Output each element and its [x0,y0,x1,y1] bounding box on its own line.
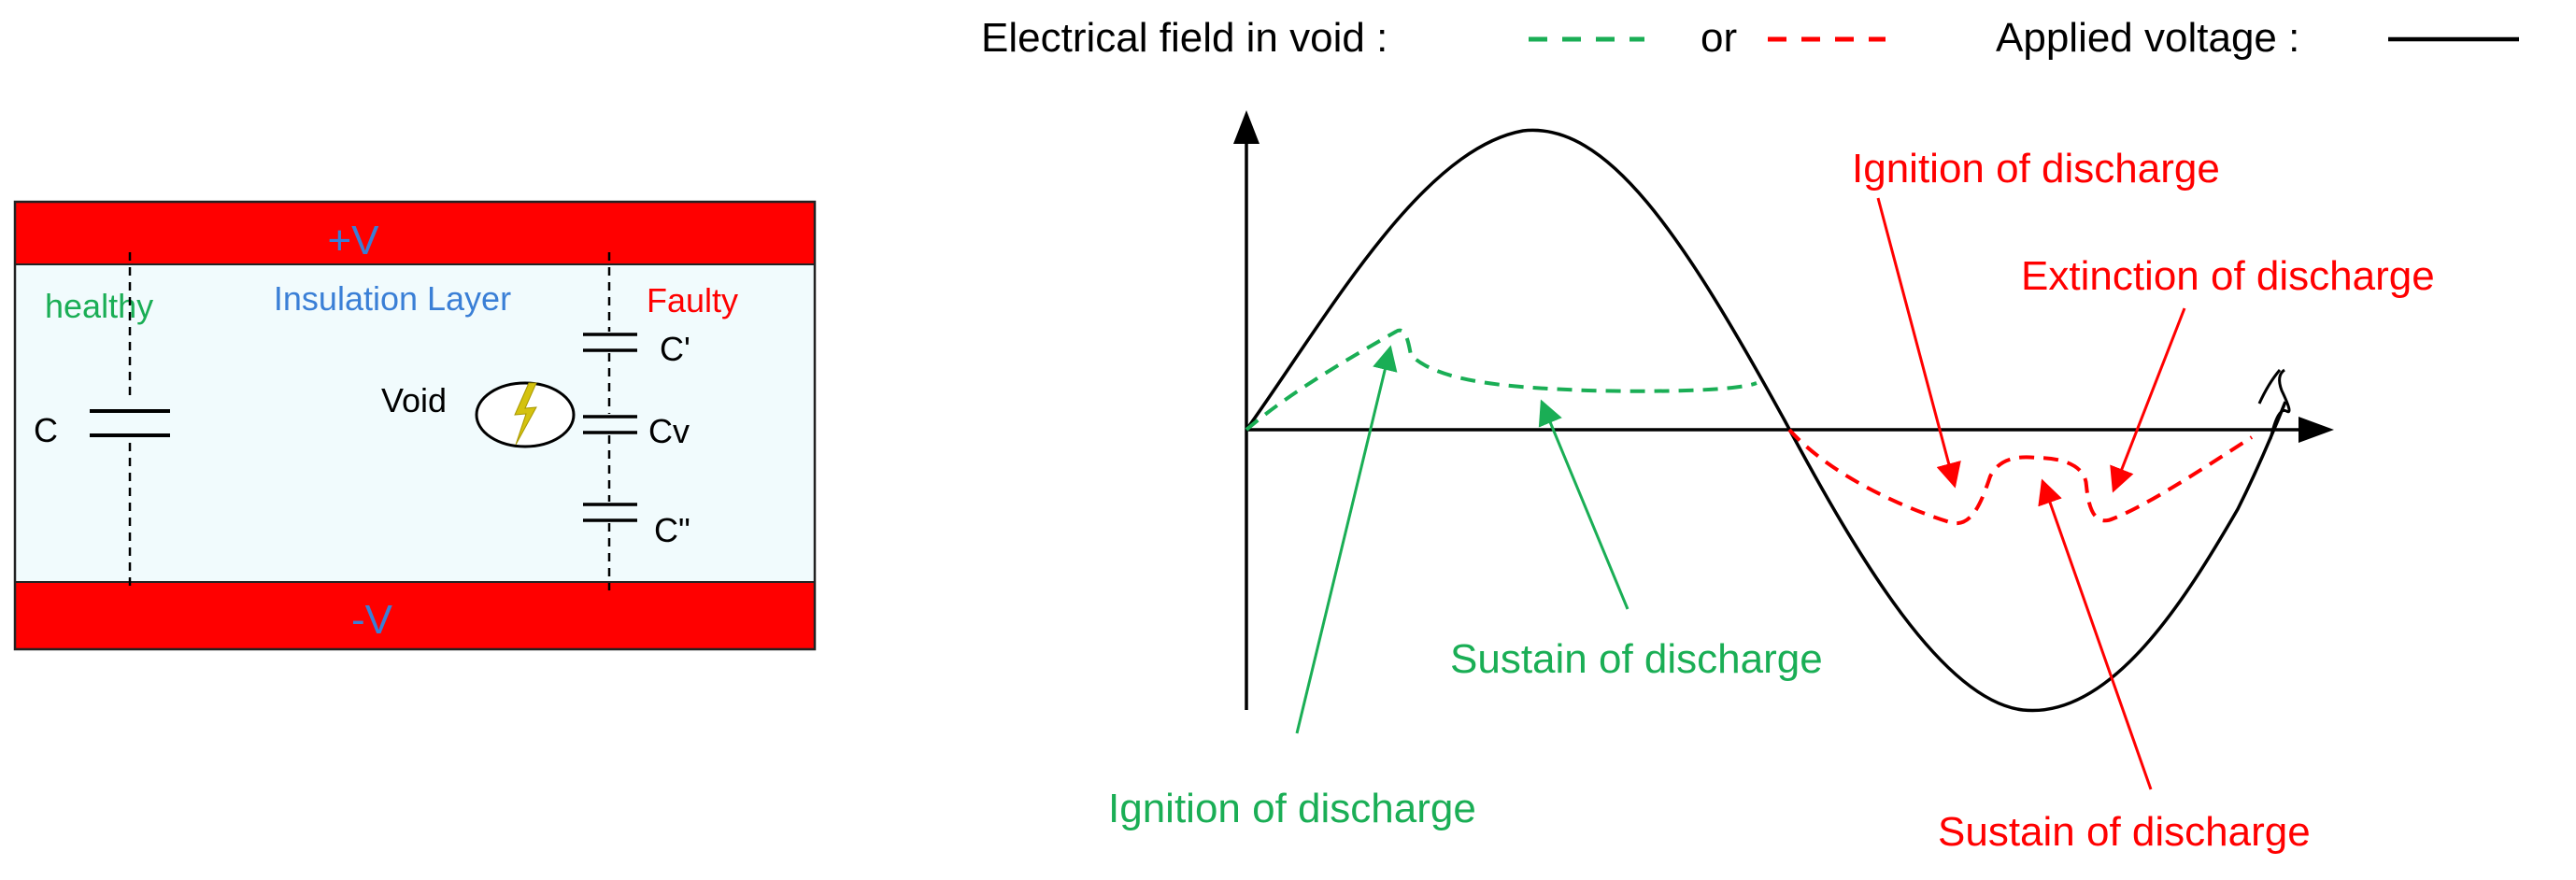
lightning-bolt-icon [514,382,537,446]
cross-section-frame [13,200,817,651]
red-field-curve [1787,428,2254,526]
red-sustain-label: Sustain of discharge [1938,809,2311,855]
horizontal-axis-arrowhead [2298,417,2334,443]
bottom-electrode [14,581,816,650]
discharge-waveform: Electrical field in void : or Applied vo… [981,15,2519,855]
green-ignition-label: Ignition of discharge [1108,786,1476,831]
void-label: Void [381,381,447,419]
applied-voltage-curve [1245,128,2287,713]
void-ellipse [475,381,576,448]
capacitor-c1-label: C' [660,330,690,368]
bottom-electrode-label: -V [351,597,393,643]
green-field-curve [1245,328,1758,432]
red-sustain-arrow [2038,478,2153,790]
top-electrode-label: +V [327,218,379,263]
green-sustain-arrow [1538,399,1630,610]
red-ignition-label: Ignition of discharge [1852,146,2220,192]
capacitor-cv-label: Cv [648,412,690,450]
healthy-capacitor-branch: C [34,252,170,587]
axes [1233,110,2334,710]
void-defect: Void [381,381,576,448]
legend-field-label: Electrical field in void : [981,15,1388,61]
capacitor-c2-label: C" [654,511,690,549]
insulation-layer [15,264,815,582]
healthy-label: healthy [45,287,153,325]
vertical-axis-arrowhead [1233,110,1260,144]
legend-or-label: or [1701,15,1737,61]
insulation-cross-section: +V -V Insulation Layer healthy Faulty C … [13,200,817,651]
faulty-label: Faulty [647,281,738,319]
green-sustain-label: Sustain of discharge [1450,636,1823,682]
red-extinction-arrow [2110,307,2186,493]
insulation-layer-label: Insulation Layer [274,279,511,318]
legend: Electrical field in void : or Applied vo… [981,15,2519,61]
red-ignition-arrow [1876,197,1961,489]
capacitor-c-label: C [34,411,58,449]
green-ignition-arrow [1295,345,1398,734]
legend-voltage-label: Applied voltage : [1996,15,2299,61]
red-extinction-label: Extinction of discharge [2021,253,2435,299]
faulty-capacitor-branch: C' Cv C" [583,252,690,590]
top-electrode [14,201,816,265]
